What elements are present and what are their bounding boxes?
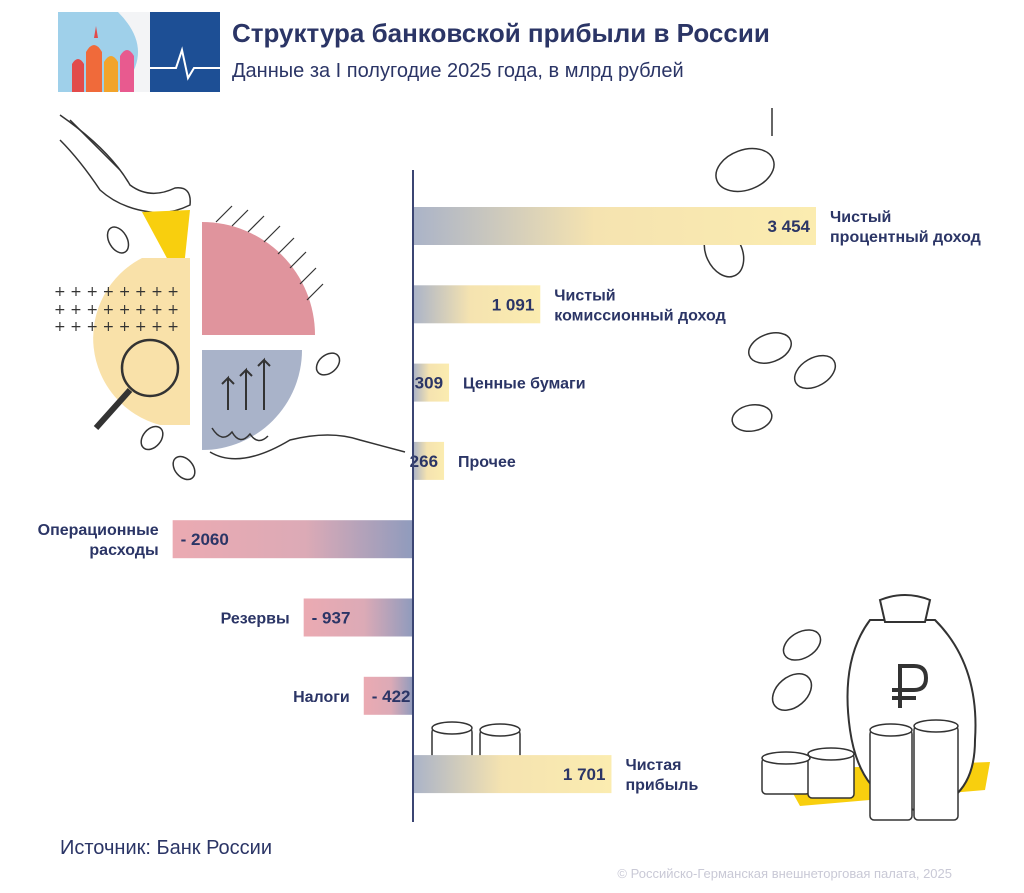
- page-subtitle: Данные за I полугодие 2025 года, в млрд …: [232, 60, 684, 82]
- bar-8: [413, 755, 612, 794]
- category-label-7: Налоги: [293, 689, 350, 706]
- value-label-3: 309: [415, 374, 443, 393]
- category-label-6: Резервы: [221, 611, 290, 628]
- bar-5: [172, 520, 413, 559]
- value-label-1: 3 454: [767, 217, 810, 236]
- bar-1: [413, 207, 816, 245]
- bar-4: [413, 441, 445, 480]
- bar-3: [413, 363, 450, 402]
- logo: [58, 12, 220, 92]
- value-label-4: 266: [410, 452, 438, 471]
- value-label-5: - 2060: [181, 530, 229, 549]
- category-label-3: Ценные бумаги: [463, 376, 586, 393]
- copyright-note: © Российско-Германская внешнеторговая па…: [617, 866, 952, 881]
- value-label-7: - 422: [372, 687, 411, 706]
- value-label-8: 1 701: [563, 765, 606, 784]
- bar-6: [303, 598, 413, 637]
- source-note: Источник: Банк России: [60, 837, 273, 859]
- bar-2: [413, 285, 541, 324]
- value-label-6: - 937: [312, 609, 351, 628]
- value-label-2: 1 091: [492, 295, 535, 314]
- category-label-4: Прочее: [458, 454, 516, 471]
- bar-7: [363, 676, 413, 715]
- page-title: Структура банковской прибыли в России: [232, 18, 770, 48]
